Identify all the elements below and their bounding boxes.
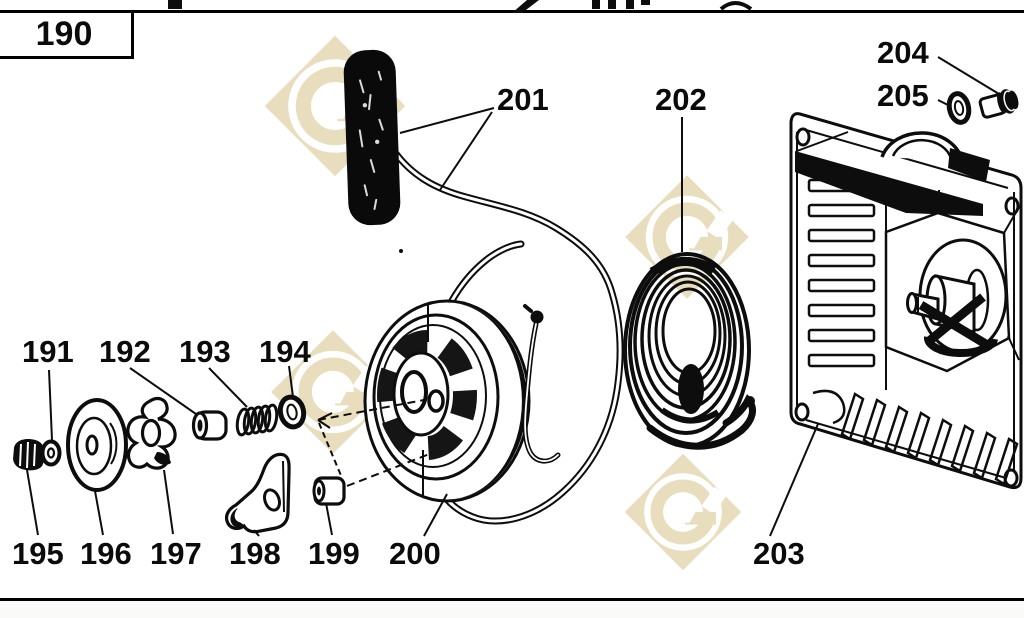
axis-arrowhead [317, 412, 333, 429]
coil-spring-193 [235, 403, 279, 437]
page-top-rule [0, 10, 1024, 13]
part-label-198: 198 [229, 536, 281, 571]
part-label-193: 193 [179, 334, 231, 369]
leader-191 [48, 369, 53, 441]
part-label-195: 195 [12, 536, 64, 571]
watermark-bottom [625, 454, 741, 570]
retainer-ring-194 [277, 394, 307, 430]
washer-205 [946, 91, 972, 125]
recoil-spring [623, 252, 756, 450]
leader-197 [163, 469, 174, 535]
part-label-202: 202 [655, 82, 707, 117]
bottom-margin [0, 601, 1024, 618]
shoulder-bolt-204 [978, 89, 1019, 119]
housing-rope-boss [880, 131, 964, 162]
leader-200 [423, 493, 448, 537]
leader-203 [769, 423, 819, 537]
page-rules [0, 10, 1024, 601]
bushing-199 [312, 476, 346, 506]
leader-194 [288, 365, 294, 398]
hex-nut-195 [13, 439, 45, 471]
leader-205 [937, 99, 951, 107]
part-label-196: 196 [80, 536, 132, 571]
part-label-199: 199 [308, 536, 360, 571]
figure-group-number: 190 [35, 15, 93, 53]
leader-204 [937, 56, 1000, 95]
part-label-204: 204 [877, 35, 929, 70]
leader-195 [26, 469, 39, 536]
part-label-203: 203 [753, 536, 805, 571]
part-label-191: 191 [22, 334, 74, 369]
leader-199 [325, 502, 333, 536]
cropped-title-fragments [168, 0, 753, 13]
rope-pulley [363, 249, 531, 503]
starter-handle [343, 49, 401, 226]
leader-193 [208, 367, 248, 408]
leader-196 [94, 490, 104, 536]
leader-198 [253, 529, 260, 537]
housing-vents-bottom [840, 392, 1019, 486]
part-label-200: 200 [389, 536, 441, 571]
washer-191 [40, 439, 62, 467]
friction-plate-196 [66, 398, 128, 492]
ratchet-cam-197 [126, 396, 177, 470]
leader-lines [26, 56, 1000, 537]
housing-vents-left [807, 178, 876, 368]
part-label-201: 201 [497, 82, 549, 117]
axis-line-c [346, 452, 433, 487]
page-bottom-rule [0, 598, 1024, 601]
pawl-198 [224, 452, 291, 534]
part-label-192: 192 [99, 334, 151, 369]
figure-group-box: 190 [0, 10, 134, 59]
part-label-205: 205 [877, 78, 929, 113]
part-label-197: 197 [150, 536, 202, 571]
axis-line-a [317, 399, 425, 421]
bushing-192 [191, 410, 228, 441]
rope-knot [522, 304, 561, 464]
part-label-194: 194 [259, 334, 311, 369]
housing-top-shadow [795, 151, 983, 216]
leader-201 [399, 107, 495, 191]
blower-housing [789, 112, 1023, 490]
leader-192 [129, 367, 197, 415]
